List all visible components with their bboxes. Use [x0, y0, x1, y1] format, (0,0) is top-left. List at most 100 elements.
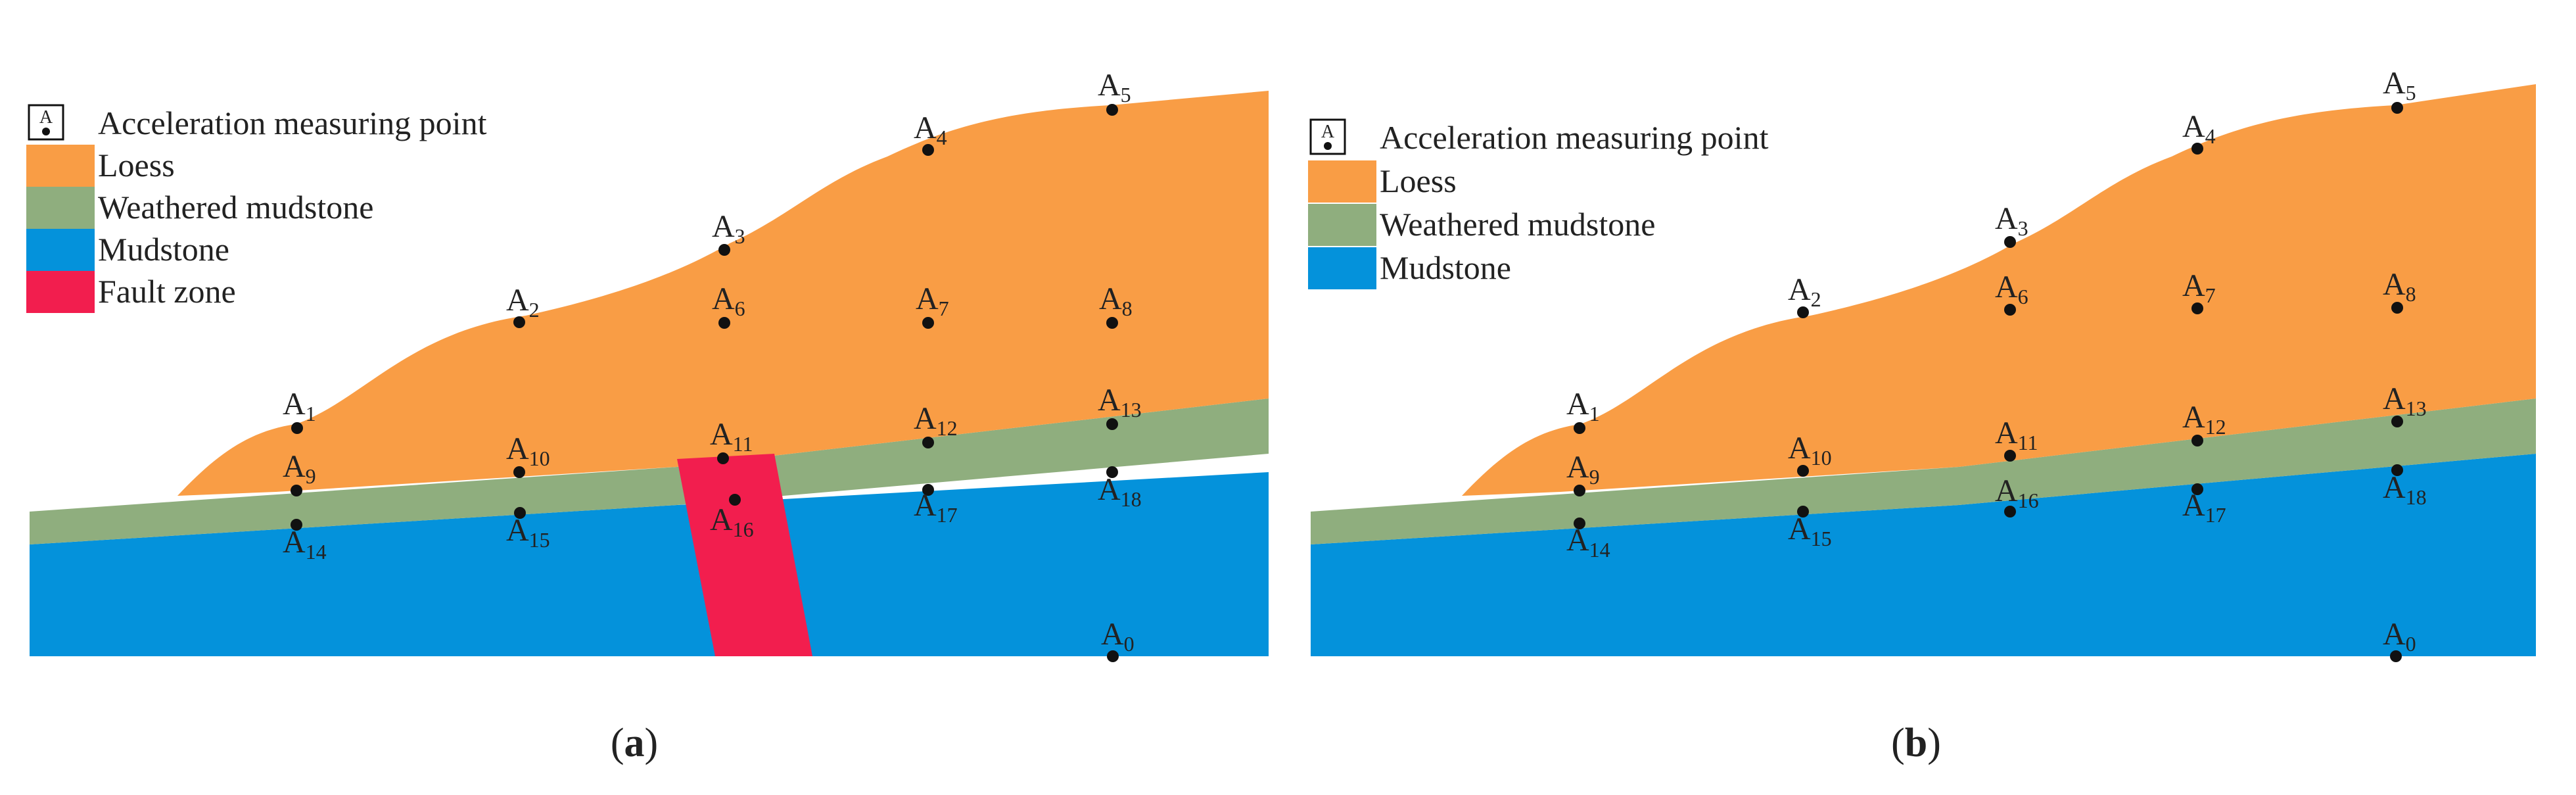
loess-layer	[1462, 84, 2536, 496]
point-dot	[2390, 650, 2402, 662]
point-label: A10	[506, 431, 550, 470]
point-dot	[2004, 304, 2016, 316]
point-label: A14	[283, 525, 327, 564]
legend-swatch-mudstone	[26, 229, 95, 271]
point-dot	[922, 484, 934, 496]
point-label-subscript: 6	[2018, 285, 2028, 308]
point-label-subscript: 5	[2406, 81, 2416, 105]
measuring-point-a-a17: A17	[914, 484, 958, 527]
point-label: A9	[1566, 450, 1600, 489]
legend-item-loess: Loess	[26, 145, 175, 187]
point-dot	[2391, 102, 2403, 114]
measuring-point-a-a11: A11	[710, 417, 753, 464]
point-label-subscript: 3	[735, 224, 745, 248]
point-label-subscript: 12	[2205, 415, 2226, 439]
panel-a	[30, 91, 1269, 656]
measuring-point-symbol-box	[1309, 118, 1346, 155]
legend-label-mudstone: Mudstone	[1380, 249, 1511, 286]
point-label-base: A	[2383, 267, 2406, 302]
point-label-subscript: 10	[1811, 446, 1832, 470]
point-label-subscript: 10	[529, 446, 550, 470]
point-label-base: A	[712, 209, 735, 244]
point-label-subscript: 8	[1122, 297, 1133, 320]
point-label-subscript: 6	[735, 297, 745, 320]
point-dot	[729, 494, 741, 506]
point-label-base: A	[506, 283, 529, 318]
point-label-subscript: 11	[2018, 431, 2038, 454]
legend-swatch-weathered-mudstone	[26, 187, 95, 229]
measuring-point-b-a2: A2	[1788, 272, 1821, 318]
point-label-subscript: 16	[2018, 489, 2039, 512]
point-label: A12	[2182, 400, 2226, 439]
panel-b	[1311, 84, 2536, 656]
point-dot	[514, 507, 526, 519]
point-dot	[1574, 485, 1585, 496]
measuring-point-symbol-dot	[42, 128, 50, 135]
point-label-subscript: 15	[529, 528, 550, 552]
legend-item-mudstone: Mudstone	[1308, 247, 1511, 289]
point-dot	[1797, 306, 1809, 318]
point-label-base: A	[2383, 470, 2406, 505]
point-dot	[2004, 506, 2016, 518]
point-label-subscript: 5	[1121, 83, 1131, 107]
point-label-subscript: 11	[733, 432, 753, 456]
point-label-subscript: 4	[2205, 124, 2216, 148]
point-label: A2	[1788, 272, 1821, 311]
point-label-base: A	[506, 513, 529, 548]
point-label-base: A	[2182, 109, 2205, 144]
point-dot	[718, 244, 730, 256]
point-label: A18	[2383, 470, 2427, 509]
measuring-point-a-a7: A7	[916, 281, 949, 329]
point-dot	[2191, 483, 2203, 495]
caption-b: (b)	[1891, 721, 1941, 765]
point-label: A4	[914, 110, 947, 149]
point-label: A3	[712, 209, 745, 248]
point-label-base: A	[2182, 488, 2205, 523]
point-label-base: A	[916, 281, 939, 316]
point-label: A15	[506, 513, 550, 552]
point-dot	[291, 519, 302, 531]
point-label: A4	[2182, 109, 2216, 148]
point-label-base: A	[1788, 512, 1811, 546]
point-label-subscript: 9	[1589, 465, 1600, 489]
point-label: A11	[1995, 416, 2038, 454]
point-label: A17	[2182, 488, 2226, 527]
weathered-mudstone-layer	[30, 398, 1269, 544]
point-label: A10	[1788, 431, 1832, 470]
point-label: A7	[2182, 268, 2216, 307]
measuring-point-a-a12: A12	[914, 401, 958, 448]
point-label-subscript: 18	[2406, 485, 2427, 509]
legend-item-weathered-mudstone: Weathered mudstone	[1308, 204, 1655, 246]
point-label: A16	[710, 502, 754, 541]
point-label-subscript: 2	[1811, 287, 1821, 311]
point-label: A16	[1995, 473, 2039, 512]
measuring-point-b-a12: A12	[2182, 400, 2226, 446]
point-dot	[513, 466, 525, 478]
point-dot	[2391, 302, 2403, 314]
point-label-base: A	[1788, 431, 1811, 466]
point-label: A0	[1101, 617, 1135, 656]
legend-item-mudstone: Mudstone	[26, 229, 229, 271]
point-label-subscript: 17	[2205, 503, 2226, 527]
point-dot	[1106, 317, 1118, 329]
measuring-point-b-a16: A16	[1995, 473, 2039, 518]
measuring-point-a-a13: A13	[1098, 383, 1142, 430]
point-dot	[2004, 450, 2016, 462]
point-label-subscript: 2	[529, 298, 540, 322]
point-label-subscript: 13	[1121, 398, 1142, 422]
measuring-point-b-a5: A5	[2383, 66, 2416, 114]
point-dot	[718, 317, 730, 329]
legend-label-loess: Loess	[1380, 162, 1457, 199]
point-dot	[922, 144, 934, 156]
point-dot	[1106, 104, 1118, 116]
point-dot	[1106, 466, 1118, 478]
point-label-subscript: 4	[937, 126, 947, 149]
measuring-point-b-a17: A17	[2182, 483, 2226, 527]
measuring-point-a-a15: A15	[506, 507, 550, 552]
point-label-base: A	[914, 488, 937, 523]
point-label: A6	[712, 281, 745, 320]
point-label-subscript: 13	[2406, 397, 2427, 420]
legend-label-mudstone: Mudstone	[98, 231, 229, 268]
